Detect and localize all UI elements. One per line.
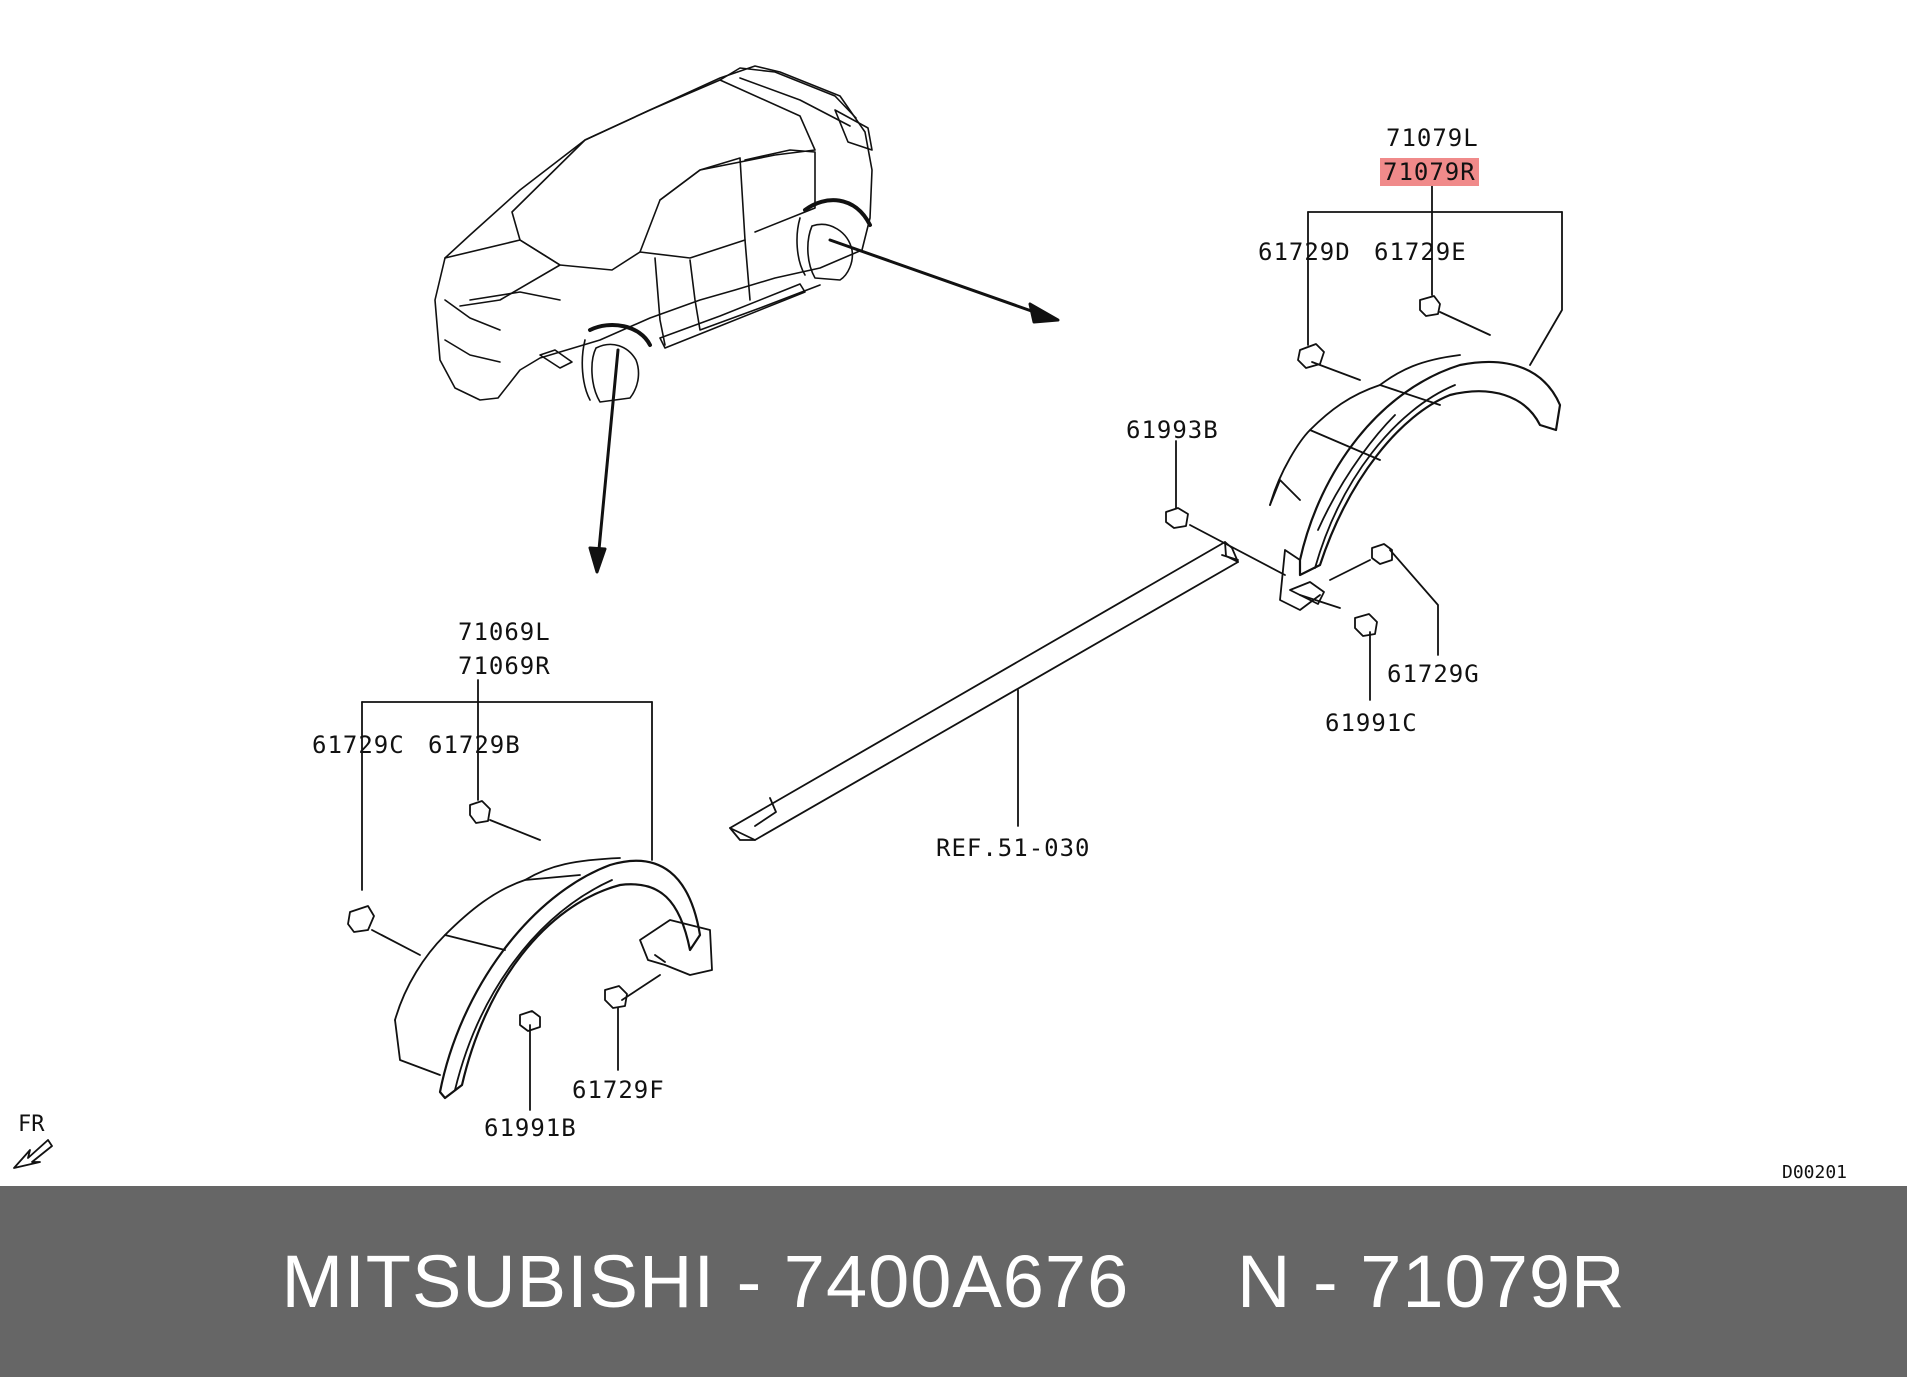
footer-part-title: MITSUBISHI - 7400A676 N - 71079R: [281, 1240, 1626, 1323]
drawing-code: D00201: [1782, 1162, 1848, 1183]
part-label-61729g: 61729G: [1387, 660, 1480, 688]
part-label-61729f: 61729F: [572, 1076, 665, 1104]
front-direction-arrow-icon: [13, 1139, 53, 1169]
front-direction-label: FR: [18, 1112, 45, 1137]
side-sill-molding: [729, 541, 1239, 841]
part-label-ref-51-030: REF.51-030: [936, 834, 1091, 862]
highlighted-part-number: 71079R: [1380, 158, 1479, 186]
part-label-61729b: 61729B: [428, 731, 521, 759]
part-label-61729c: 61729C: [312, 731, 405, 759]
parts-diagram: [13, 65, 1563, 1169]
nut-61993b: [1165, 440, 1286, 576]
part-label-61991b: 61991B: [484, 1114, 577, 1142]
part-label-71069l: 71069L: [458, 618, 551, 646]
part-label-61991c: 61991C: [1325, 709, 1418, 737]
front-fender-flare: [347, 679, 713, 1111]
footer-banner: MITSUBISHI - 7400A676 N - 71079R: [0, 1186, 1907, 1377]
part-label-71069r: 71069R: [458, 652, 551, 680]
callout-arrows: [588, 238, 1060, 574]
vehicle-outline: [434, 65, 873, 403]
part-label-71079l: 71079L: [1386, 124, 1479, 152]
part-label-61729d: 61729D: [1258, 238, 1351, 266]
part-label-71079r-highlighted: 71079R: [1380, 158, 1479, 186]
part-label-61729e: 61729E: [1374, 238, 1467, 266]
part-label-61993b: 61993B: [1126, 416, 1219, 444]
rear-fender-flare: [1269, 179, 1563, 701]
